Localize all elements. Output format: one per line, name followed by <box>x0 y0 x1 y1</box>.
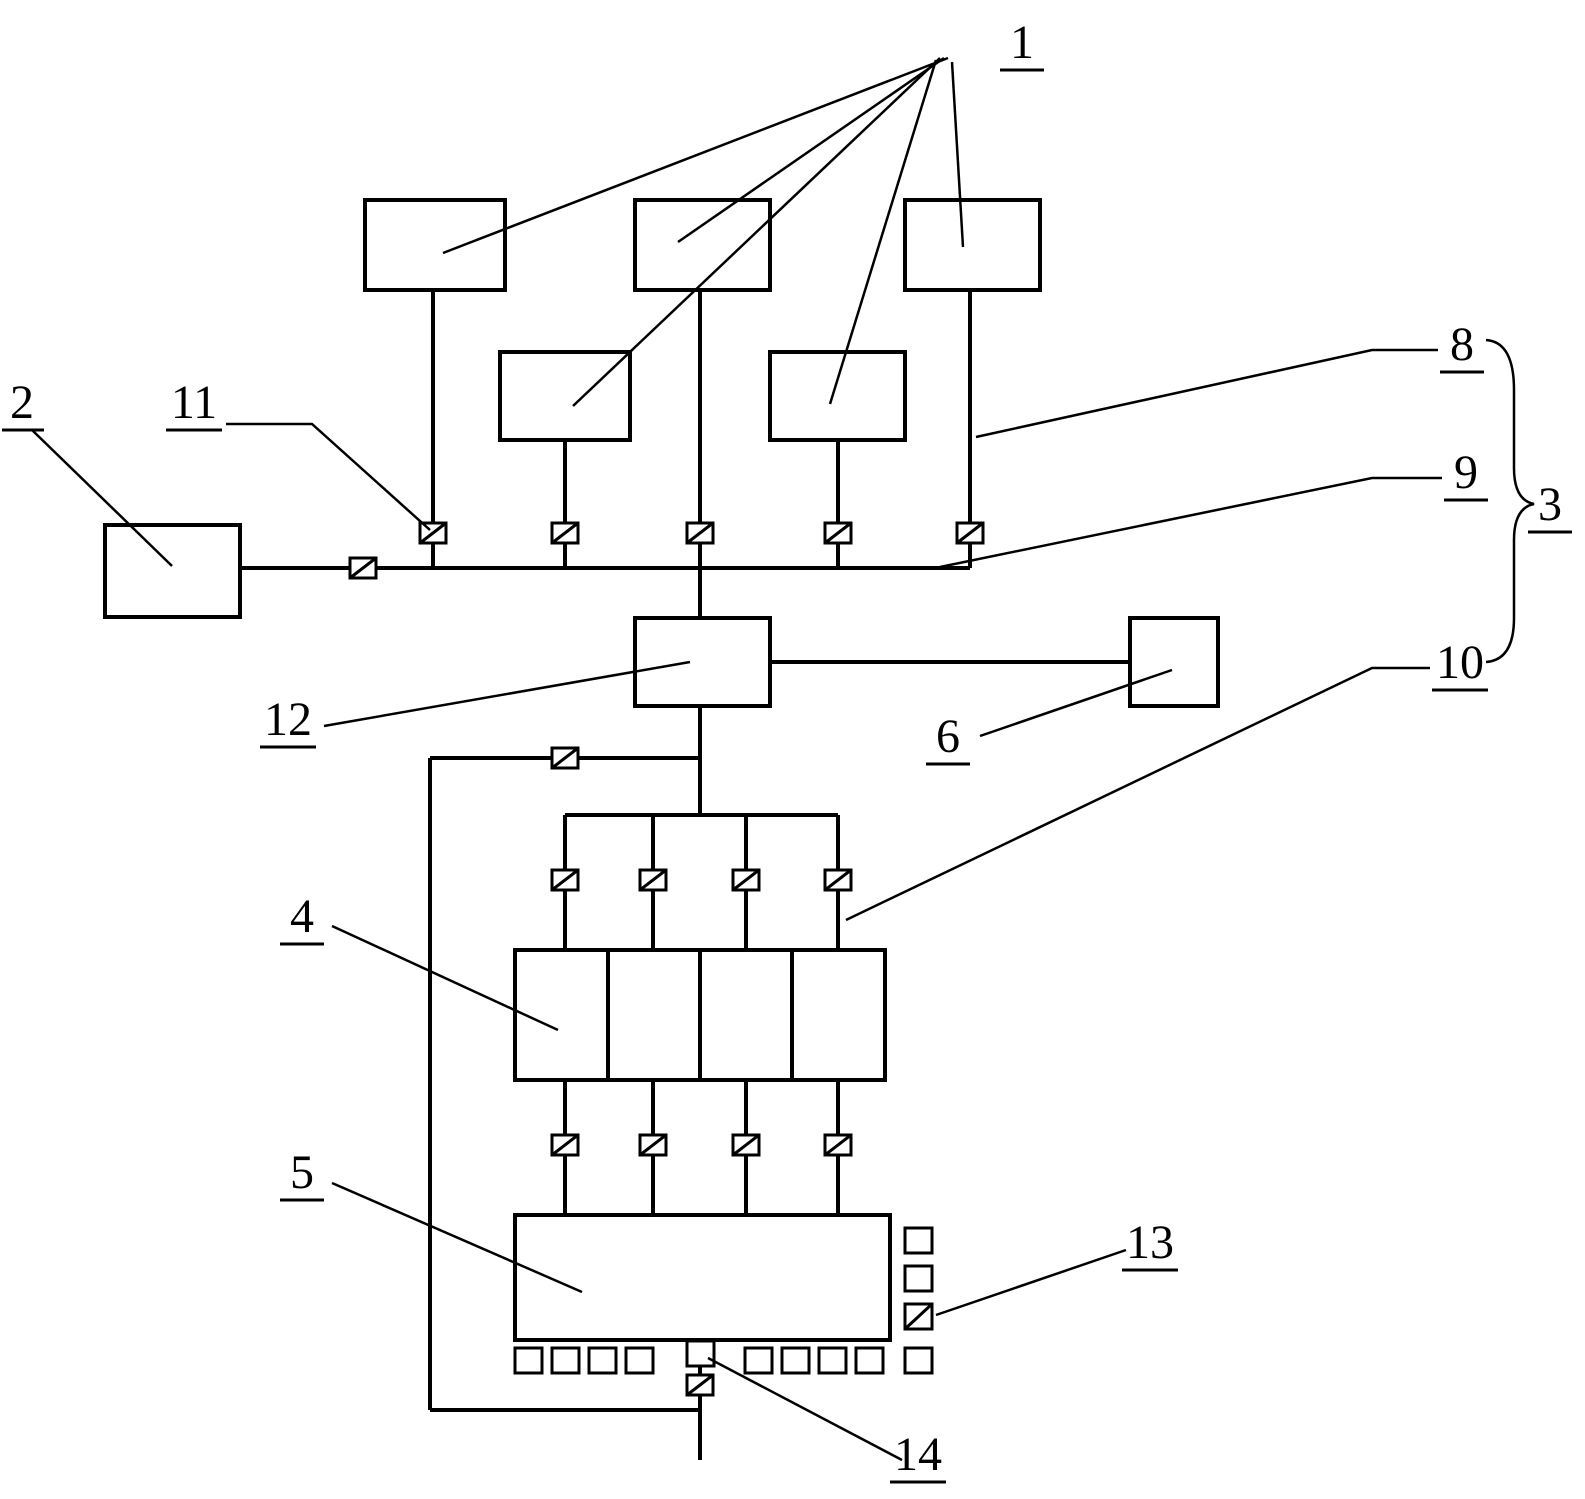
brace-3 <box>1485 338 1535 664</box>
small-square <box>743 1346 774 1375</box>
box-row4-3 <box>698 948 794 1082</box>
valve-icon <box>823 521 853 545</box>
label-8: 8 <box>1450 318 1474 371</box>
valve-icon <box>685 521 715 545</box>
leader-8 <box>975 348 1438 439</box>
leader-lines <box>31 56 1535 1462</box>
label-9: 9 <box>1454 446 1478 499</box>
leader-1d <box>828 59 938 405</box>
reference-labels: 1 2 11 8 9 3 10 12 6 4 5 13 14 <box>2 16 1572 1484</box>
leader-5 <box>331 1181 583 1294</box>
small-square-on-pipe <box>685 1339 716 1368</box>
label-14: 14 <box>894 1428 942 1481</box>
valve-icon <box>685 1373 715 1397</box>
valve-icon <box>550 521 580 545</box>
valve-icon <box>550 746 580 770</box>
leader-1c <box>572 57 941 407</box>
leader-11 <box>226 422 431 531</box>
valve-icon <box>731 868 761 892</box>
leader-1e <box>950 61 965 248</box>
indicator-squares <box>513 1226 934 1375</box>
valve-icon <box>731 1133 761 1157</box>
small-square <box>624 1346 655 1375</box>
leader-1b <box>677 56 945 244</box>
box-unit-6 <box>1128 616 1220 708</box>
valve-icon <box>638 1133 668 1157</box>
small-square <box>550 1346 581 1375</box>
box-top-3 <box>903 198 1042 292</box>
leader-6 <box>979 668 1173 738</box>
label-10: 10 <box>1436 636 1484 689</box>
leader-10 <box>845 666 1430 922</box>
square-diagonal <box>903 1302 934 1331</box>
box-top-2 <box>633 198 772 292</box>
label-5: 5 <box>290 1146 314 1199</box>
label-11: 11 <box>171 376 217 429</box>
small-square <box>513 1346 544 1375</box>
label-12: 12 <box>264 693 312 746</box>
box-unit-12 <box>633 616 772 708</box>
box-top-1 <box>363 198 507 292</box>
box-row4-2 <box>606 948 702 1082</box>
label-4: 4 <box>290 890 314 943</box>
small-square <box>903 1264 934 1293</box>
small-square-valve <box>903 1302 934 1331</box>
leader-2 <box>31 429 173 567</box>
box-unit-2 <box>103 523 242 619</box>
label-13: 13 <box>1126 1216 1174 1269</box>
box-mid-1 <box>498 350 632 442</box>
valve-icon <box>955 521 985 545</box>
valve-icon <box>638 868 668 892</box>
label-6: 6 <box>936 710 960 763</box>
box-row4-1 <box>513 948 610 1082</box>
valve-icon <box>348 556 378 580</box>
leader-1a <box>442 56 949 255</box>
valve-icon <box>823 868 853 892</box>
box-row4-4 <box>790 948 887 1082</box>
valve-icon <box>550 1133 580 1157</box>
small-square <box>903 1226 934 1255</box>
box-mid-2 <box>768 350 907 442</box>
small-square <box>817 1346 848 1375</box>
label-3: 3 <box>1538 478 1562 531</box>
leader-13 <box>935 1248 1127 1317</box>
leader-14 <box>707 1356 903 1462</box>
label-2: 2 <box>10 376 34 429</box>
small-square <box>903 1346 934 1375</box>
equipment-boxes <box>103 198 1220 1342</box>
small-square <box>854 1346 885 1375</box>
valve-icon <box>823 1133 853 1157</box>
small-square <box>780 1346 811 1375</box>
leader-9 <box>939 476 1442 569</box>
valve-icon <box>550 868 580 892</box>
leader-12 <box>323 660 691 728</box>
small-square <box>587 1346 618 1375</box>
box-unit-5 <box>513 1213 892 1342</box>
leader-4 <box>331 924 559 1032</box>
label-1: 1 <box>1010 16 1034 69</box>
